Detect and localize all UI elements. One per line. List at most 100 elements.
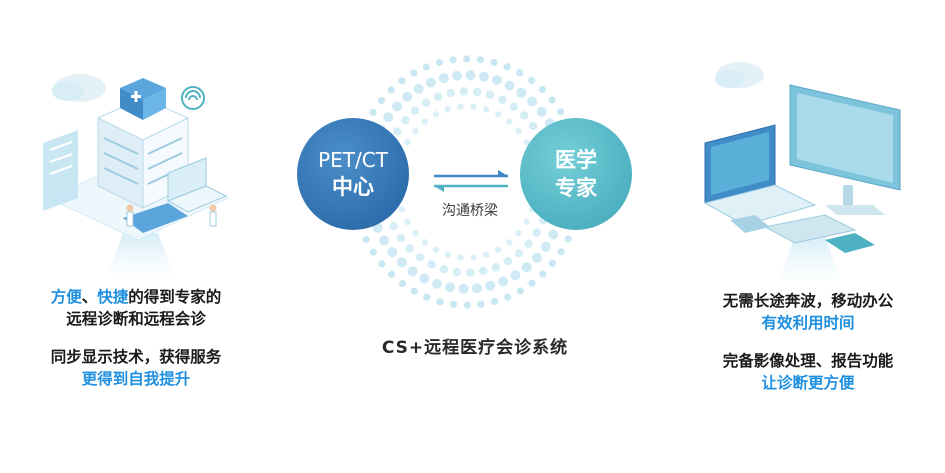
- decor-dot: [404, 218, 411, 225]
- decor-dot: [503, 257, 513, 266]
- decor-dot: [425, 77, 436, 88]
- decor-dot: [422, 63, 430, 71]
- decor-dot: [410, 106, 420, 115]
- doctor-figure: [126, 204, 134, 227]
- decor-dot: [389, 222, 398, 231]
- workstation-illustration: [703, 62, 901, 280]
- decor-dot: [495, 111, 502, 118]
- cloud-icon: [52, 74, 106, 102]
- decor-dot: [452, 70, 462, 81]
- decor-dot: [402, 91, 413, 102]
- decor-dot: [398, 206, 405, 213]
- decor-dot: [449, 300, 458, 308]
- system-title: CS+远程医疗会诊系统: [381, 338, 569, 358]
- decor-dot: [485, 90, 495, 99]
- decor-dot: [492, 75, 502, 86]
- decor-dot: [483, 251, 490, 258]
- decor-dot: [446, 88, 455, 98]
- bridge-label: 沟通桥梁: [442, 203, 498, 219]
- decor-dot: [423, 293, 431, 301]
- cloud-icon: [715, 62, 764, 88]
- decor-dot: [503, 63, 511, 71]
- decor-dot: [521, 262, 532, 273]
- decor-dot: [516, 287, 524, 295]
- doctor-figure-2: [209, 204, 217, 227]
- decor-dot: [524, 239, 533, 248]
- decor-dot: [528, 121, 538, 131]
- decor-dot: [491, 297, 499, 306]
- laptop-icon: [703, 124, 817, 226]
- decor-dot: [435, 58, 443, 67]
- decor-dot: [520, 111, 529, 120]
- decor-dot: [472, 283, 482, 294]
- decor-dot: [396, 257, 407, 268]
- left-feature-group-1: 方便、快捷的得到专家的 远程诊断和远程会诊: [20, 286, 252, 330]
- right-feature-group-1: 无需长途奔波，移动办公 有效利用时间: [692, 290, 924, 334]
- decor-dot: [378, 260, 386, 268]
- decor-dot: [504, 293, 512, 301]
- decor-dot: [506, 239, 513, 246]
- decor-dot: [498, 95, 507, 104]
- decor-dot: [377, 97, 386, 105]
- decor-dot: [421, 98, 431, 107]
- decor-dot: [413, 83, 424, 94]
- decor-dot: [449, 56, 457, 64]
- decor-dot: [444, 251, 451, 258]
- medical-expert-circle: 医学 专家: [520, 118, 632, 230]
- decor-dot: [432, 246, 439, 253]
- decor-dot: [410, 287, 418, 295]
- decor-dot: [531, 252, 542, 263]
- decor-dot: [477, 300, 485, 308]
- decor-dot: [445, 282, 456, 293]
- decor-dot: [515, 127, 522, 135]
- decor-dot: [369, 248, 377, 256]
- left-feature-line-1: 方便、快捷的得到专家的: [50, 288, 222, 306]
- decor-dot: [458, 283, 469, 294]
- decor-dot: [479, 266, 488, 276]
- decor-dot: [401, 116, 410, 125]
- decor-dot: [387, 247, 398, 258]
- decor-dot: [421, 118, 428, 125]
- decor-dot: [538, 86, 546, 94]
- decor-dot: [515, 229, 522, 237]
- decor-dot: [379, 235, 390, 246]
- decor-dot: [396, 233, 406, 243]
- decor-dot: [490, 58, 498, 66]
- wifi-icon: [181, 86, 205, 110]
- decor-dot: [383, 112, 394, 123]
- decor-dot: [410, 69, 418, 77]
- decor-dot: [491, 263, 501, 272]
- decor-dot: [539, 270, 547, 278]
- decor-dot: [465, 268, 475, 277]
- pet-ct-label: PET/CT: [318, 148, 388, 172]
- decor-dot: [540, 241, 551, 252]
- decor-dot: [527, 76, 536, 85]
- decor-dot: [476, 56, 485, 64]
- left-feature-line-4: 更得到自我提升: [81, 370, 191, 388]
- decor-dot: [504, 80, 515, 91]
- decor-dot: [478, 71, 489, 82]
- decor-dot: [432, 111, 439, 118]
- decor-dot: [412, 127, 419, 135]
- decor-dot: [514, 249, 524, 258]
- decor-dot: [510, 270, 521, 281]
- decor-dot: [452, 267, 462, 277]
- center-label: 中心: [332, 175, 374, 199]
- decor-dot: [516, 87, 527, 98]
- decor-dot: [485, 280, 496, 291]
- decor-dot: [548, 96, 556, 104]
- decor-dot: [416, 253, 425, 262]
- left-feature-text: 方便、快捷的得到专家的 远程诊断和远程会诊 同步显示技术，获得服务 更得到自我提…: [20, 286, 252, 390]
- decor-dot: [388, 270, 396, 278]
- decor-dot: [516, 69, 524, 77]
- hospital-illustration: [43, 74, 230, 273]
- decor-dot: [465, 70, 476, 81]
- decor-dot: [523, 218, 530, 225]
- decor-dot: [498, 276, 509, 287]
- data-panel-icon: [43, 130, 78, 211]
- right-feature-text: 无需长途奔波，移动办公 有效利用时间 完备影像处理、报告功能 让诊断更方便: [692, 290, 924, 394]
- decor-dot: [470, 103, 477, 110]
- decor-dot: [438, 73, 449, 84]
- right-feature-line-3: 完备影像处理、报告功能: [722, 352, 894, 370]
- laptop-icon: [166, 157, 228, 213]
